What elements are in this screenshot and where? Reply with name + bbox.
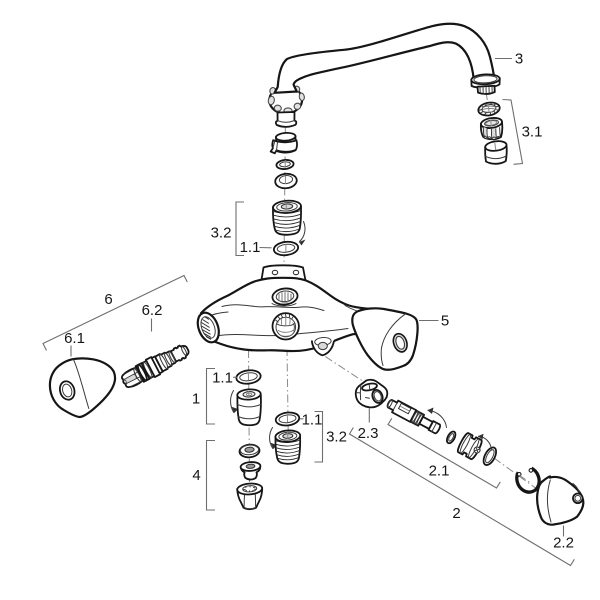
svg-text:3.2: 3.2 bbox=[211, 225, 232, 242]
svg-text:3.1: 3.1 bbox=[522, 124, 543, 141]
svg-text:6.2: 6.2 bbox=[142, 302, 163, 319]
svg-text:6.1: 6.1 bbox=[64, 330, 85, 347]
svg-text:3.2: 3.2 bbox=[326, 429, 347, 446]
svg-text:2.2: 2.2 bbox=[553, 535, 574, 552]
svg-text:5: 5 bbox=[441, 313, 449, 330]
svg-text:1.1: 1.1 bbox=[212, 370, 233, 387]
svg-text:3: 3 bbox=[515, 51, 523, 68]
svg-text:2: 2 bbox=[452, 505, 460, 522]
svg-text:2.3: 2.3 bbox=[358, 425, 379, 442]
svg-text:1: 1 bbox=[192, 391, 200, 408]
svg-text:2.1: 2.1 bbox=[429, 463, 450, 480]
svg-text:1.1: 1.1 bbox=[240, 239, 261, 256]
svg-text:1.1: 1.1 bbox=[302, 412, 323, 429]
svg-text:6: 6 bbox=[104, 291, 112, 308]
svg-text:4: 4 bbox=[192, 467, 200, 484]
